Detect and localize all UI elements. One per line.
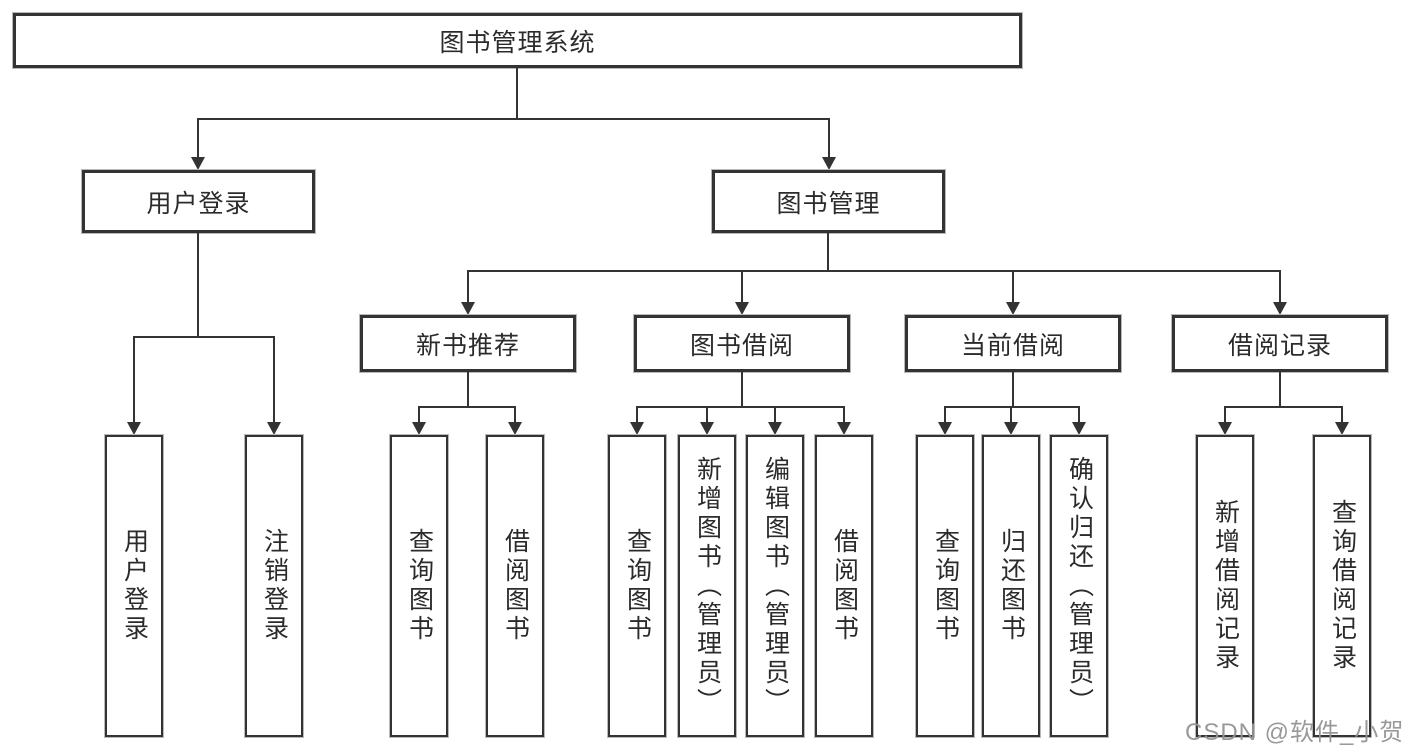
- arrow-to-user-login-icon: [191, 118, 205, 170]
- leaf-query-book-newbook: 查询图书: [390, 435, 448, 737]
- arrow-to-book-mgmt-icon: [822, 118, 836, 170]
- leaf-borrow-book-newbook-label: 借阅图书: [501, 528, 530, 644]
- leaf-return-book: 归还图书: [982, 435, 1040, 737]
- node-borrow-record: 借阅记录: [1172, 315, 1388, 372]
- leaf-query-book-borrow: 查询图书: [608, 435, 666, 737]
- arrow-to-new-book-icon: [461, 270, 475, 315]
- csdn-watermark: CSDN @软件_小贺同学: [1185, 719, 1405, 746]
- connector-book-borrow-hline: [636, 406, 845, 408]
- leaf-borrow-book-label: 借阅图书: [830, 528, 859, 644]
- leaf-edit-book-admin: 编辑图书（管理员）: [746, 435, 804, 737]
- node-new-book-label: 新书推荐: [415, 331, 520, 360]
- leaf-query-borrow-record-label: 查询借阅记录: [1328, 499, 1357, 673]
- node-current-borrow: 当前借阅: [905, 315, 1121, 372]
- arrow-new-book-leaf2-icon: [508, 406, 522, 435]
- leaf-confirm-return-admin-label: 确认归还（管理员）: [1065, 455, 1094, 717]
- arrow-book-borrow-leaf3-icon: [768, 406, 782, 435]
- leaf-return-book-label: 归还图书: [997, 528, 1026, 644]
- connector-user-login-hline: [133, 336, 275, 338]
- leaf-logout-label: 注销登录: [260, 528, 289, 644]
- connector-new-book-stem: [467, 372, 469, 406]
- node-user-login-label: 用户登录: [146, 189, 251, 218]
- leaf-logout: 注销登录: [245, 435, 303, 737]
- leaf-borrow-book: 借阅图书: [815, 435, 873, 737]
- connector-book-borrow-stem: [741, 372, 743, 406]
- connector-new-book-hline: [418, 406, 516, 408]
- connector-root-stem: [516, 68, 518, 118]
- arrow-book-borrow-leaf2-icon: [700, 406, 714, 435]
- arrow-to-leaf-user-login-icon: [127, 336, 141, 435]
- arrow-to-current-borrow-icon: [1006, 270, 1020, 315]
- arrow-new-book-leaf1-icon: [412, 406, 426, 435]
- node-book-borrow: 图书借阅: [634, 315, 850, 372]
- node-book-borrow-label: 图书借阅: [689, 331, 794, 360]
- connector-current-borrow-hline: [944, 406, 1080, 408]
- connector-root-hline: [197, 118, 829, 120]
- leaf-query-book-current-label: 查询图书: [931, 528, 960, 644]
- leaf-query-book-newbook-label: 查询图书: [405, 528, 434, 644]
- arrow-to-leaf-logout-icon: [267, 336, 281, 435]
- node-new-book-recommend: 新书推荐: [360, 315, 576, 372]
- connector-current-borrow-stem: [1012, 372, 1014, 406]
- leaf-query-borrow-record: 查询借阅记录: [1313, 435, 1371, 737]
- leaf-edit-book-admin-label: 编辑图书（管理员）: [761, 455, 790, 717]
- node-book-mgmt-label: 图书管理: [776, 189, 881, 218]
- leaf-borrow-book-newbook: 借阅图书: [486, 435, 544, 737]
- leaf-add-borrow-record-label: 新增借阅记录: [1211, 499, 1240, 673]
- node-user-login: 用户登录: [82, 170, 315, 233]
- arrow-to-book-borrow-icon: [735, 270, 749, 315]
- connector-book-mgmt-stem: [827, 233, 829, 270]
- connector-borrow-record-stem: [1279, 372, 1281, 406]
- node-root: 图书管理系统: [13, 13, 1022, 68]
- arrow-current-borrow-leaf1-icon: [938, 406, 952, 435]
- leaf-query-book-borrow-label: 查询图书: [623, 528, 652, 644]
- node-borrow-record-label: 借阅记录: [1227, 331, 1332, 360]
- arrow-current-borrow-leaf2-icon: [1004, 406, 1018, 435]
- leaf-user-login: 用户登录: [105, 435, 163, 737]
- leaf-confirm-return-admin: 确认归还（管理员）: [1050, 435, 1108, 737]
- leaf-add-book-admin-label: 新增图书（管理员）: [693, 455, 722, 717]
- arrow-current-borrow-leaf3-icon: [1072, 406, 1086, 435]
- arrow-to-borrow-record-icon: [1273, 270, 1287, 315]
- leaf-add-borrow-record: 新增借阅记录: [1196, 435, 1254, 737]
- arrow-borrow-record-leaf2-icon: [1335, 406, 1349, 435]
- node-current-borrow-label: 当前借阅: [960, 331, 1065, 360]
- arrow-book-borrow-leaf1-icon: [630, 406, 644, 435]
- connector-user-login-stem: [197, 233, 199, 336]
- connector-book-mgmt-hline: [468, 270, 1281, 272]
- leaf-query-book-current: 查询图书: [916, 435, 974, 737]
- arrow-borrow-record-leaf1-icon: [1218, 406, 1232, 435]
- node-root-label: 图书管理系统: [439, 28, 596, 57]
- leaf-user-login-label: 用户登录: [120, 528, 149, 644]
- node-book-mgmt: 图书管理: [712, 170, 945, 233]
- arrow-book-borrow-leaf4-icon: [837, 406, 851, 435]
- connector-borrow-record-hline: [1224, 406, 1343, 408]
- leaf-add-book-admin: 新增图书（管理员）: [678, 435, 736, 737]
